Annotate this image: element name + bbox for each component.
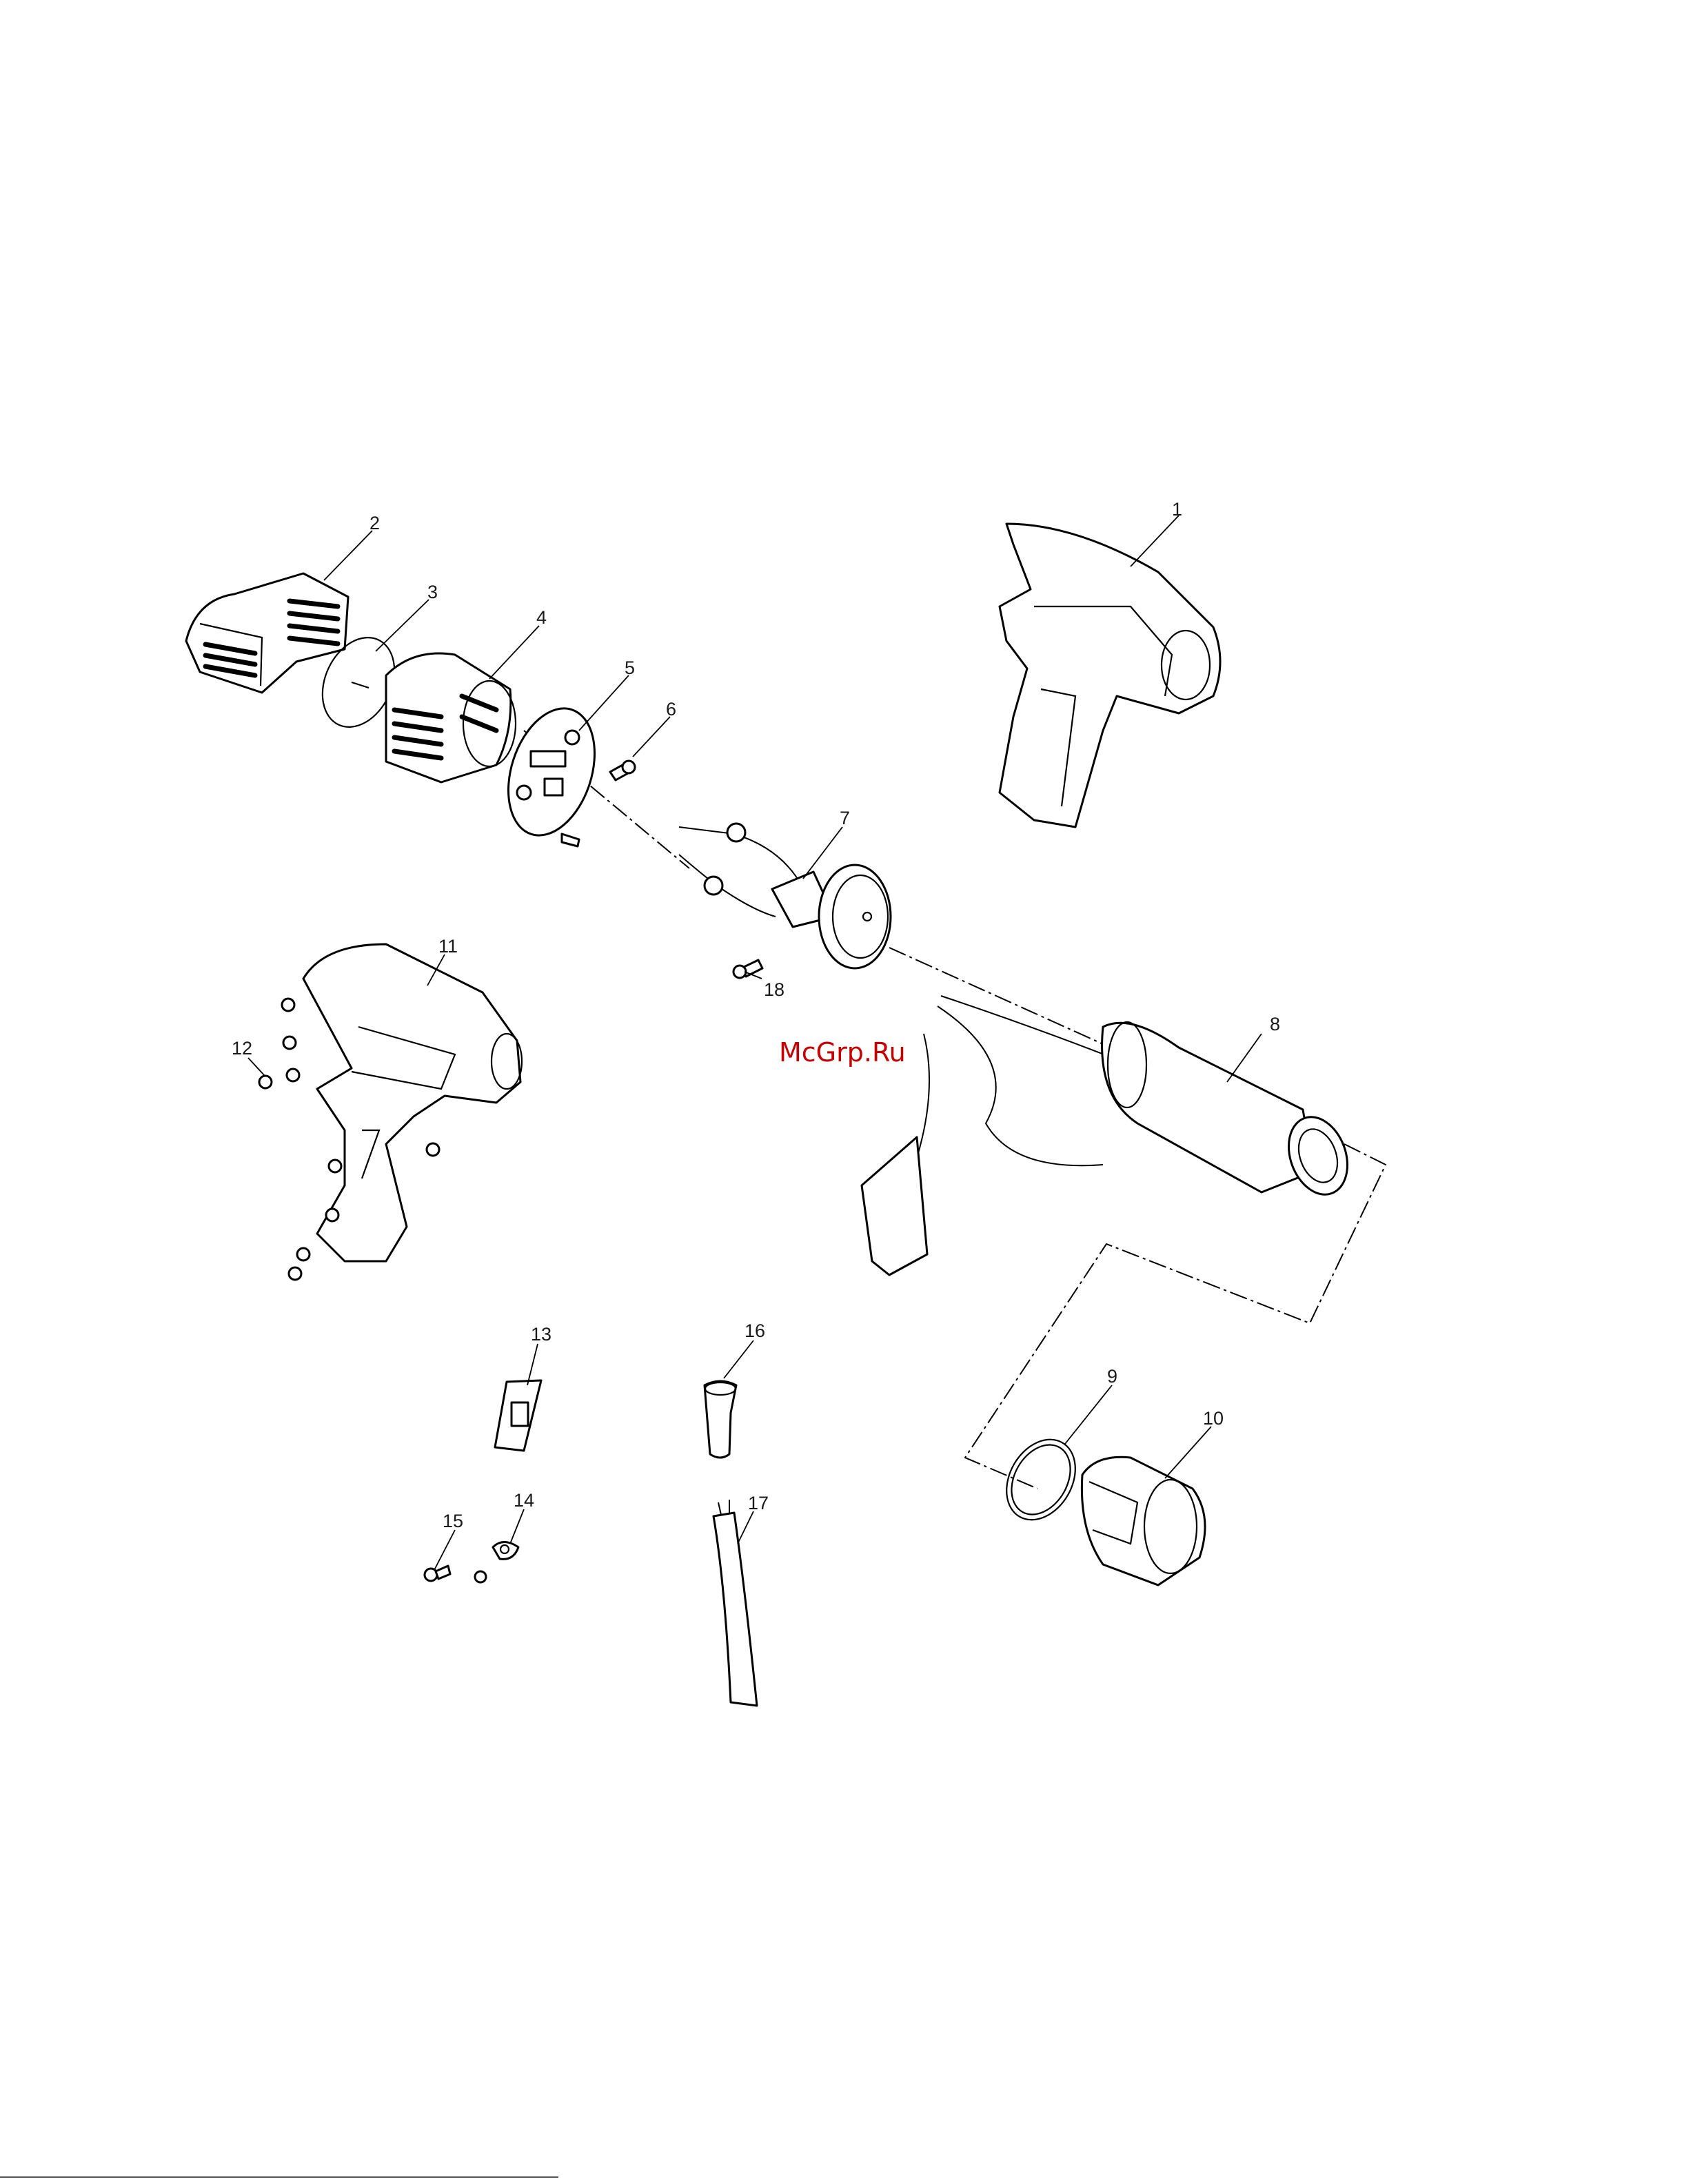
- callout-6: 6: [666, 699, 676, 720]
- page-bottom-rule: [0, 2176, 558, 2178]
- callout-12: 12: [232, 1038, 252, 1059]
- housing-half-right-icon: [1000, 524, 1220, 827]
- callout-1: 1: [1172, 499, 1182, 520]
- callout-16: 16: [745, 1320, 765, 1341]
- callout-18: 18: [764, 979, 784, 1000]
- fan-motor-assembly-icon: [679, 824, 891, 968]
- callout-10: 10: [1203, 1408, 1224, 1429]
- screw-icon: [610, 761, 635, 780]
- callout-11: 11: [438, 936, 458, 957]
- callout-2: 2: [369, 513, 380, 533]
- callout-4: 4: [536, 607, 547, 628]
- heating-element-tube-icon: [862, 996, 1357, 1275]
- callout-5: 5: [625, 657, 635, 678]
- screw-icon: [733, 960, 762, 978]
- callout-17: 17: [748, 1493, 769, 1513]
- callout-14: 14: [514, 1490, 534, 1511]
- cord-clamp-icon: [475, 1542, 518, 1583]
- rear-vent-cover-icon: [186, 573, 348, 693]
- power-cord-icon: [713, 1500, 757, 1706]
- callout-13: 13: [531, 1324, 551, 1345]
- callout-9: 9: [1107, 1366, 1117, 1387]
- callout-3: 3: [427, 582, 438, 602]
- retaining-ring-icon: [993, 1427, 1089, 1532]
- callout-7: 7: [840, 808, 850, 828]
- switch-icon: [495, 1380, 541, 1451]
- callout-15: 15: [443, 1511, 463, 1531]
- nozzle-cover-icon: [1082, 1457, 1205, 1585]
- intake-grille-icon: [386, 653, 516, 782]
- screw-icon: [425, 1566, 450, 1581]
- callout-8: 8: [1270, 1014, 1280, 1034]
- watermark-text: McGrp.Ru: [779, 1037, 906, 1068]
- strain-relief-icon: [705, 1381, 736, 1458]
